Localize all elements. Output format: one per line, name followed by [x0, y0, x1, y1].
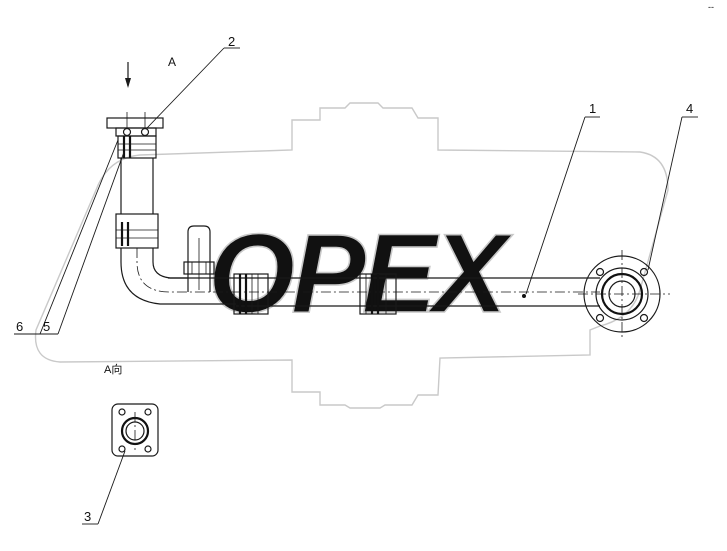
horizontal-pipe — [168, 273, 600, 315]
direction-label: A — [168, 55, 176, 69]
arrow-head — [125, 78, 131, 88]
view-a-flange-plate — [111, 403, 159, 457]
watermark-gear-outline — [34, 102, 669, 409]
branch-u-body — [187, 225, 211, 292]
branch-clamp — [183, 261, 215, 275]
flange-bolt-br — [639, 313, 649, 323]
right-flange — [578, 250, 670, 340]
upper-clamp — [117, 135, 157, 159]
branch-fitting — [183, 225, 215, 292]
flange-nut-block — [115, 127, 157, 137]
flange-bolt-right — [140, 127, 150, 137]
top-flange-assembly — [106, 112, 164, 249]
callout-3: 3 — [84, 509, 91, 524]
flange-bolt-bl — [595, 313, 605, 323]
callout-4: 4 — [686, 101, 693, 116]
elbow-centerline — [136, 248, 600, 293]
elbow-inner — [152, 248, 188, 279]
left-coupling — [233, 273, 269, 315]
callout-2: 2 — [228, 34, 235, 49]
elbow-outer — [120, 248, 236, 305]
view-a-detail: A向 — [104, 362, 159, 457]
view-direction-arrow: A — [125, 55, 176, 88]
flange-bolt-tl — [595, 267, 605, 277]
callout-1: 1 — [589, 101, 596, 116]
corner-mark: -- — [708, 2, 714, 12]
callout-5: 5 — [43, 319, 50, 334]
flange-bolt-left — [122, 127, 132, 137]
view-a-caption: A向 — [104, 362, 122, 376]
flange-bolt-tr — [639, 267, 649, 277]
reference-dot — [522, 294, 526, 298]
callout-6: 6 — [16, 319, 23, 334]
callouts: 1 2 3 4 5 6 — [14, 34, 698, 525]
